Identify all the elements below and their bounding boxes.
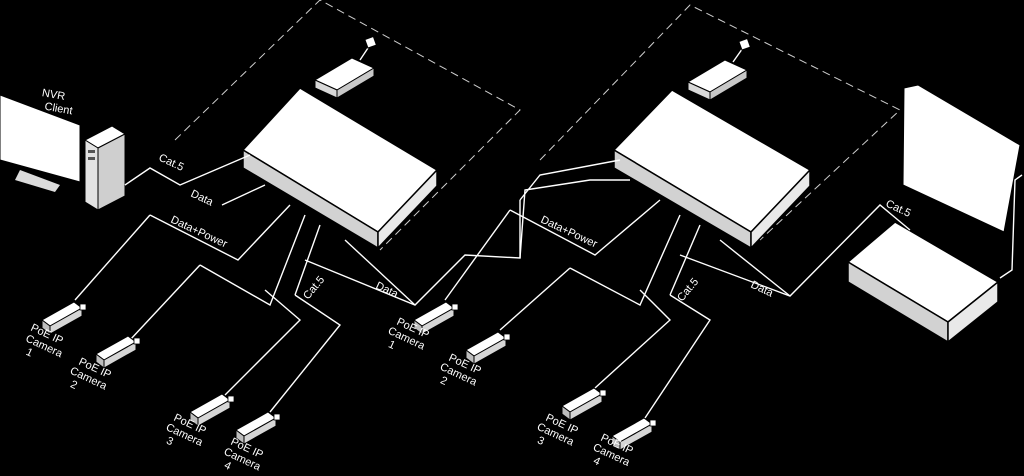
right-camera-2-icon <box>465 331 511 365</box>
left-cat5-top-label: Cat.5 <box>157 152 186 174</box>
left-camera-1-label: PoE IP Camera 1 <box>24 322 65 361</box>
right-camera-3-icon <box>561 387 607 421</box>
svg-text:2: 2 <box>68 378 79 391</box>
left-small-device-icon <box>313 35 378 99</box>
left-poe-switch <box>241 87 439 250</box>
left-camera-2-icon <box>95 335 141 369</box>
monitor-icon <box>0 94 81 192</box>
left-data-top-label: Data <box>189 188 216 209</box>
right-nvr-device <box>846 221 1000 344</box>
left-data-power-label: Data+Power <box>169 214 230 251</box>
right-small-device-icon <box>686 37 752 101</box>
svg-text:4: 4 <box>222 459 233 472</box>
right-poe-switch <box>612 89 812 250</box>
right-data-power-label: Data+Power <box>539 214 600 251</box>
dashed-boundary-1 <box>174 0 521 251</box>
left-camera-4-label: PoE IP Camera 4 <box>222 436 265 474</box>
nvr-label-line2: Client <box>44 101 74 118</box>
dashed-boundary-2 <box>539 4 901 241</box>
svg-text:3: 3 <box>535 434 546 447</box>
left-cat5-mid-label: Cat.5 <box>301 274 327 302</box>
svg-text:2: 2 <box>438 374 449 387</box>
svg-text:3: 3 <box>164 435 175 448</box>
svg-text:1: 1 <box>386 338 397 351</box>
right-cat5-mid-label: Cat.5 <box>675 276 701 304</box>
nvr-label-line1: NVR <box>41 87 66 103</box>
right-wires <box>444 159 1023 419</box>
right-cat5-top-label: Cat.5 <box>884 198 913 220</box>
right-monitor-icon <box>902 84 1021 233</box>
svg-text:1: 1 <box>24 346 35 359</box>
svg-text:4: 4 <box>591 455 602 468</box>
pc-tower-icon <box>83 125 127 211</box>
left-wires <box>74 154 521 413</box>
